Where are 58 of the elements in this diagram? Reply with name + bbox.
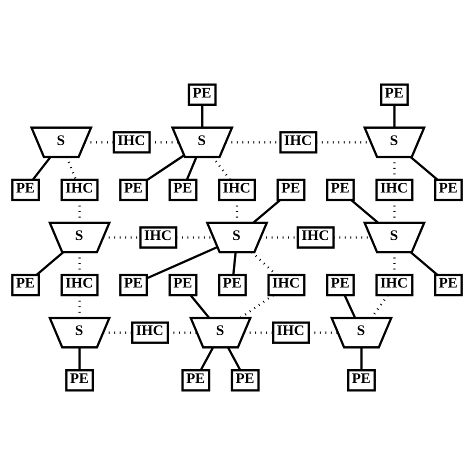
node-box: IHC xyxy=(375,273,414,296)
node-box: IHC xyxy=(60,178,99,201)
connector xyxy=(186,156,198,180)
node-box: IHC xyxy=(60,273,99,296)
node-box: PE xyxy=(434,273,463,296)
node-box: PE xyxy=(326,273,355,296)
connector xyxy=(393,104,396,127)
connector xyxy=(84,140,114,143)
node-box: PE xyxy=(119,178,148,201)
connector xyxy=(212,156,231,180)
connector xyxy=(200,346,214,370)
node-box: PE xyxy=(11,178,40,201)
node-box: PE xyxy=(218,273,247,296)
connector xyxy=(146,154,184,180)
node-box: IHC xyxy=(139,226,178,248)
node-box: PE xyxy=(168,273,198,296)
connector xyxy=(252,198,281,224)
node-box: PE xyxy=(230,368,260,391)
node-box: IHC xyxy=(296,226,335,248)
node-box: IHC xyxy=(112,130,151,154)
connector xyxy=(66,156,77,180)
node-box: PE xyxy=(188,83,217,106)
node-box: PE xyxy=(168,178,198,201)
connector xyxy=(146,246,218,279)
connector xyxy=(103,331,132,334)
connector xyxy=(251,250,278,276)
connector xyxy=(226,346,242,370)
connector xyxy=(176,236,214,238)
connector xyxy=(244,331,274,334)
connector xyxy=(410,156,438,180)
node-box: IHC xyxy=(131,320,170,344)
connector xyxy=(240,294,274,318)
connector xyxy=(232,252,237,275)
node-box: PE xyxy=(119,273,148,296)
connector xyxy=(410,250,438,276)
connector xyxy=(78,346,81,370)
node-box: PE xyxy=(380,83,409,106)
node-box: PE xyxy=(11,273,40,296)
connector xyxy=(370,294,389,318)
connector xyxy=(36,250,64,276)
node-box: IHC xyxy=(267,273,306,296)
connector xyxy=(360,346,363,370)
connector xyxy=(201,104,204,127)
connector xyxy=(150,140,178,143)
connector xyxy=(350,198,379,224)
node-box: PE xyxy=(276,178,306,201)
node-box: PE xyxy=(326,178,355,201)
node-box: IHC xyxy=(218,178,256,201)
node-box: PE xyxy=(434,178,463,201)
node-box: PE xyxy=(347,368,376,391)
node-box: IHC xyxy=(375,178,414,201)
node-box: IHC xyxy=(279,130,318,154)
connector xyxy=(190,294,210,318)
node-box: PE xyxy=(181,368,210,391)
node-box: IHC xyxy=(272,320,310,344)
connector xyxy=(32,156,52,180)
connector xyxy=(344,294,356,318)
node-box: PE xyxy=(65,368,94,391)
